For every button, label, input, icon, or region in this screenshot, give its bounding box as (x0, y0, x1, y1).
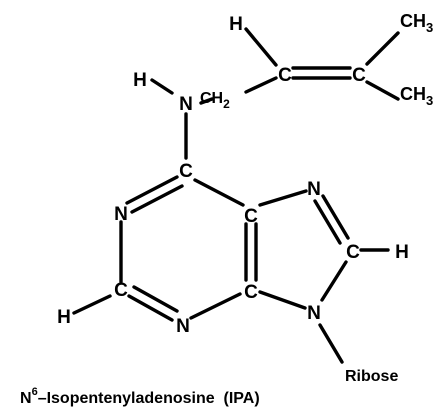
bond-c5-n7 (258, 189, 308, 207)
bond-c6-n1-a (125, 175, 179, 205)
atom-h2: H (57, 307, 71, 328)
atom-c-alkene-1: C (278, 65, 292, 86)
atom-labels: H C C CH3 CH3 CH2 H N C N C N C H C H C … (57, 11, 433, 385)
atom-n6: N (179, 94, 193, 115)
atom-n1: N (114, 204, 128, 225)
atom-ch3-bottom: CH3 (400, 84, 433, 108)
atom-ch2: CH2 (200, 90, 230, 111)
bond-c-ch2 (244, 76, 278, 94)
bond-c2-h2 (72, 294, 112, 315)
bond-c6-c5 (193, 178, 245, 207)
bond-c2-n3-a (127, 294, 174, 322)
bonds (72, 27, 400, 364)
bond-c-ch3-bottom (365, 80, 400, 101)
bond-n7-c8-b (313, 199, 342, 245)
atom-n3: N (176, 316, 190, 337)
bond-c4-n9 (258, 290, 307, 310)
bond-c6-n1-b (130, 184, 184, 214)
bond-h-n6 (150, 78, 174, 95)
caption-superscript: 6 (32, 386, 38, 398)
bond-n7-c8-a (321, 194, 350, 240)
atom-c4: C (244, 282, 258, 303)
bond-h-c-alkene (244, 27, 278, 67)
bond-n3-c4 (189, 292, 242, 320)
atom-h-top: H (229, 14, 243, 35)
atom-n9: N (307, 303, 321, 324)
compound-caption: N6–Isopentenyladenosine (IPA) (20, 386, 260, 407)
ribose-label: Ribose (345, 368, 398, 385)
bond-c8-n9 (320, 260, 348, 302)
bond-c2-n3-b (132, 285, 179, 313)
atom-c-alkene-2: C (352, 65, 366, 86)
atom-c5: C (244, 206, 258, 227)
atom-c8: C (346, 242, 360, 263)
atom-c2: C (114, 280, 128, 301)
atom-ch3-top: CH3 (400, 11, 433, 35)
caption-name: –Isopentenyladenosine (IPA) (38, 390, 260, 407)
atom-n7: N (307, 179, 321, 200)
bond-c-ch3-top (365, 31, 400, 66)
bond-n9-ribose (318, 323, 344, 364)
caption-prefix: N (20, 390, 32, 407)
atom-h-n6: H (133, 70, 147, 91)
bond-ch2-n6 (199, 97, 214, 105)
atom-c6: C (179, 161, 193, 182)
atom-h8: H (395, 242, 409, 263)
